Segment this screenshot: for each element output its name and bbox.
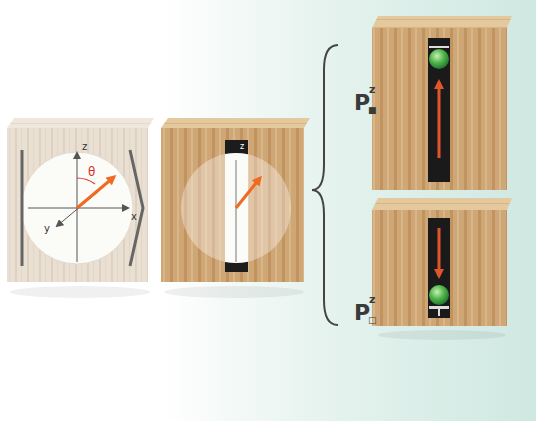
axis-label: z bbox=[82, 142, 87, 152]
axis-label: y bbox=[44, 224, 50, 234]
projector-subscript: ■ bbox=[368, 106, 377, 115]
axis-label: x bbox=[131, 212, 137, 222]
angle-label: θ bbox=[88, 166, 95, 178]
axis-label: z bbox=[240, 143, 244, 151]
projector-subscript: □ bbox=[368, 316, 377, 325]
projector-symbol: P bbox=[354, 92, 370, 114]
projector-superscript: z bbox=[369, 294, 375, 305]
projector-superscript: z bbox=[369, 84, 375, 95]
projector-symbol: P bbox=[354, 302, 370, 324]
